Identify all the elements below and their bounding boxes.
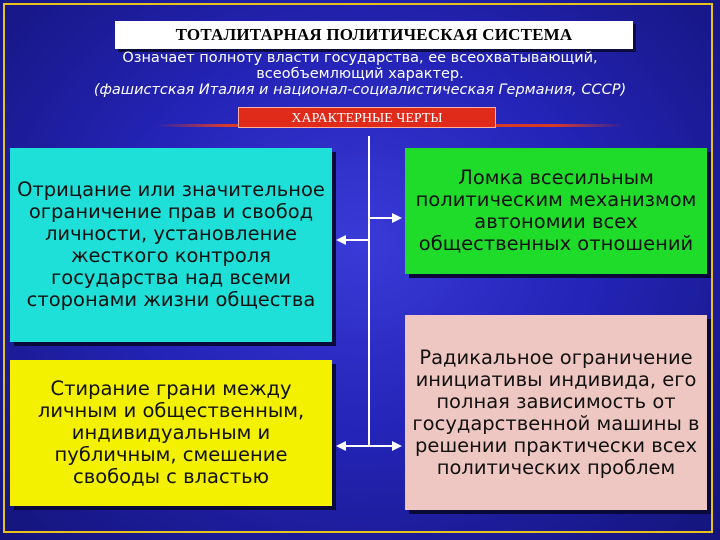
slide-title: ТОТАЛИТАРНАЯ ПОЛИТИЧЕСКАЯ СИСТЕМА [115,21,633,49]
feature-text: Стирание грани между личным и общественн… [37,377,305,488]
feature-text: Радикальное ограничение инициативы индив… [412,345,700,479]
definition-line-1: Означает полноту власти государства, ее … [122,50,598,66]
definition-text: Означает полноту власти государства, ее … [20,50,700,98]
section-label: ХАРАКТЕРНЫЕ ЧЕРТЫ [238,107,496,128]
feature-box-public-private: Стирание грани между личным и общественн… [10,360,332,506]
feature-text: Отрицание или значительное ограничение п… [17,178,325,311]
feature-box-autonomy-breakdown: Ломка всесильным политическим механизмом… [405,148,707,274]
definition-line-2: всеобъемлющий характер. [256,66,464,82]
feature-box-rights-restriction: Отрицание или значительное ограничение п… [10,148,332,342]
feature-box-initiative-restriction: Радикальное ограничение инициативы индив… [405,315,707,510]
examples-text: (фашистская Италия и национал-социалисти… [93,82,627,98]
feature-text: Ломка всесильным политическим механизмом… [415,166,697,255]
